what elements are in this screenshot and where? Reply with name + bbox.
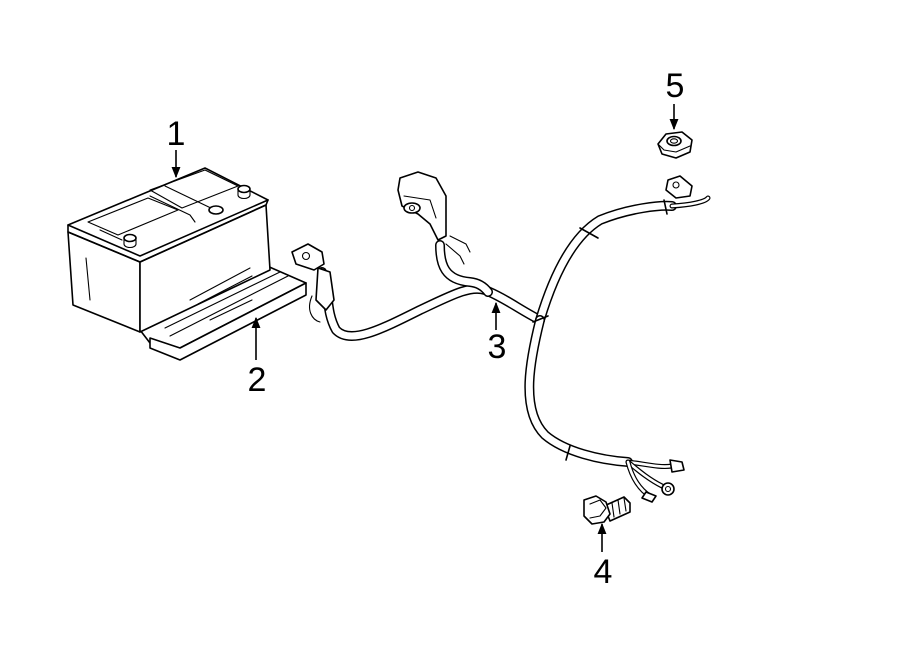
battery <box>67 167 271 333</box>
callout-4: 4 <box>594 553 613 591</box>
callout-2: 2 <box>248 361 267 399</box>
bolt <box>583 495 631 525</box>
callout-3: 3 <box>488 328 507 366</box>
callout-labels: 1 2 3 4 5 <box>167 67 685 591</box>
callout-5: 5 <box>666 67 685 105</box>
callout-1: 1 <box>167 115 186 153</box>
callout-leaders <box>171 104 679 552</box>
nut <box>657 131 693 159</box>
battery-cable-harness <box>291 171 711 503</box>
